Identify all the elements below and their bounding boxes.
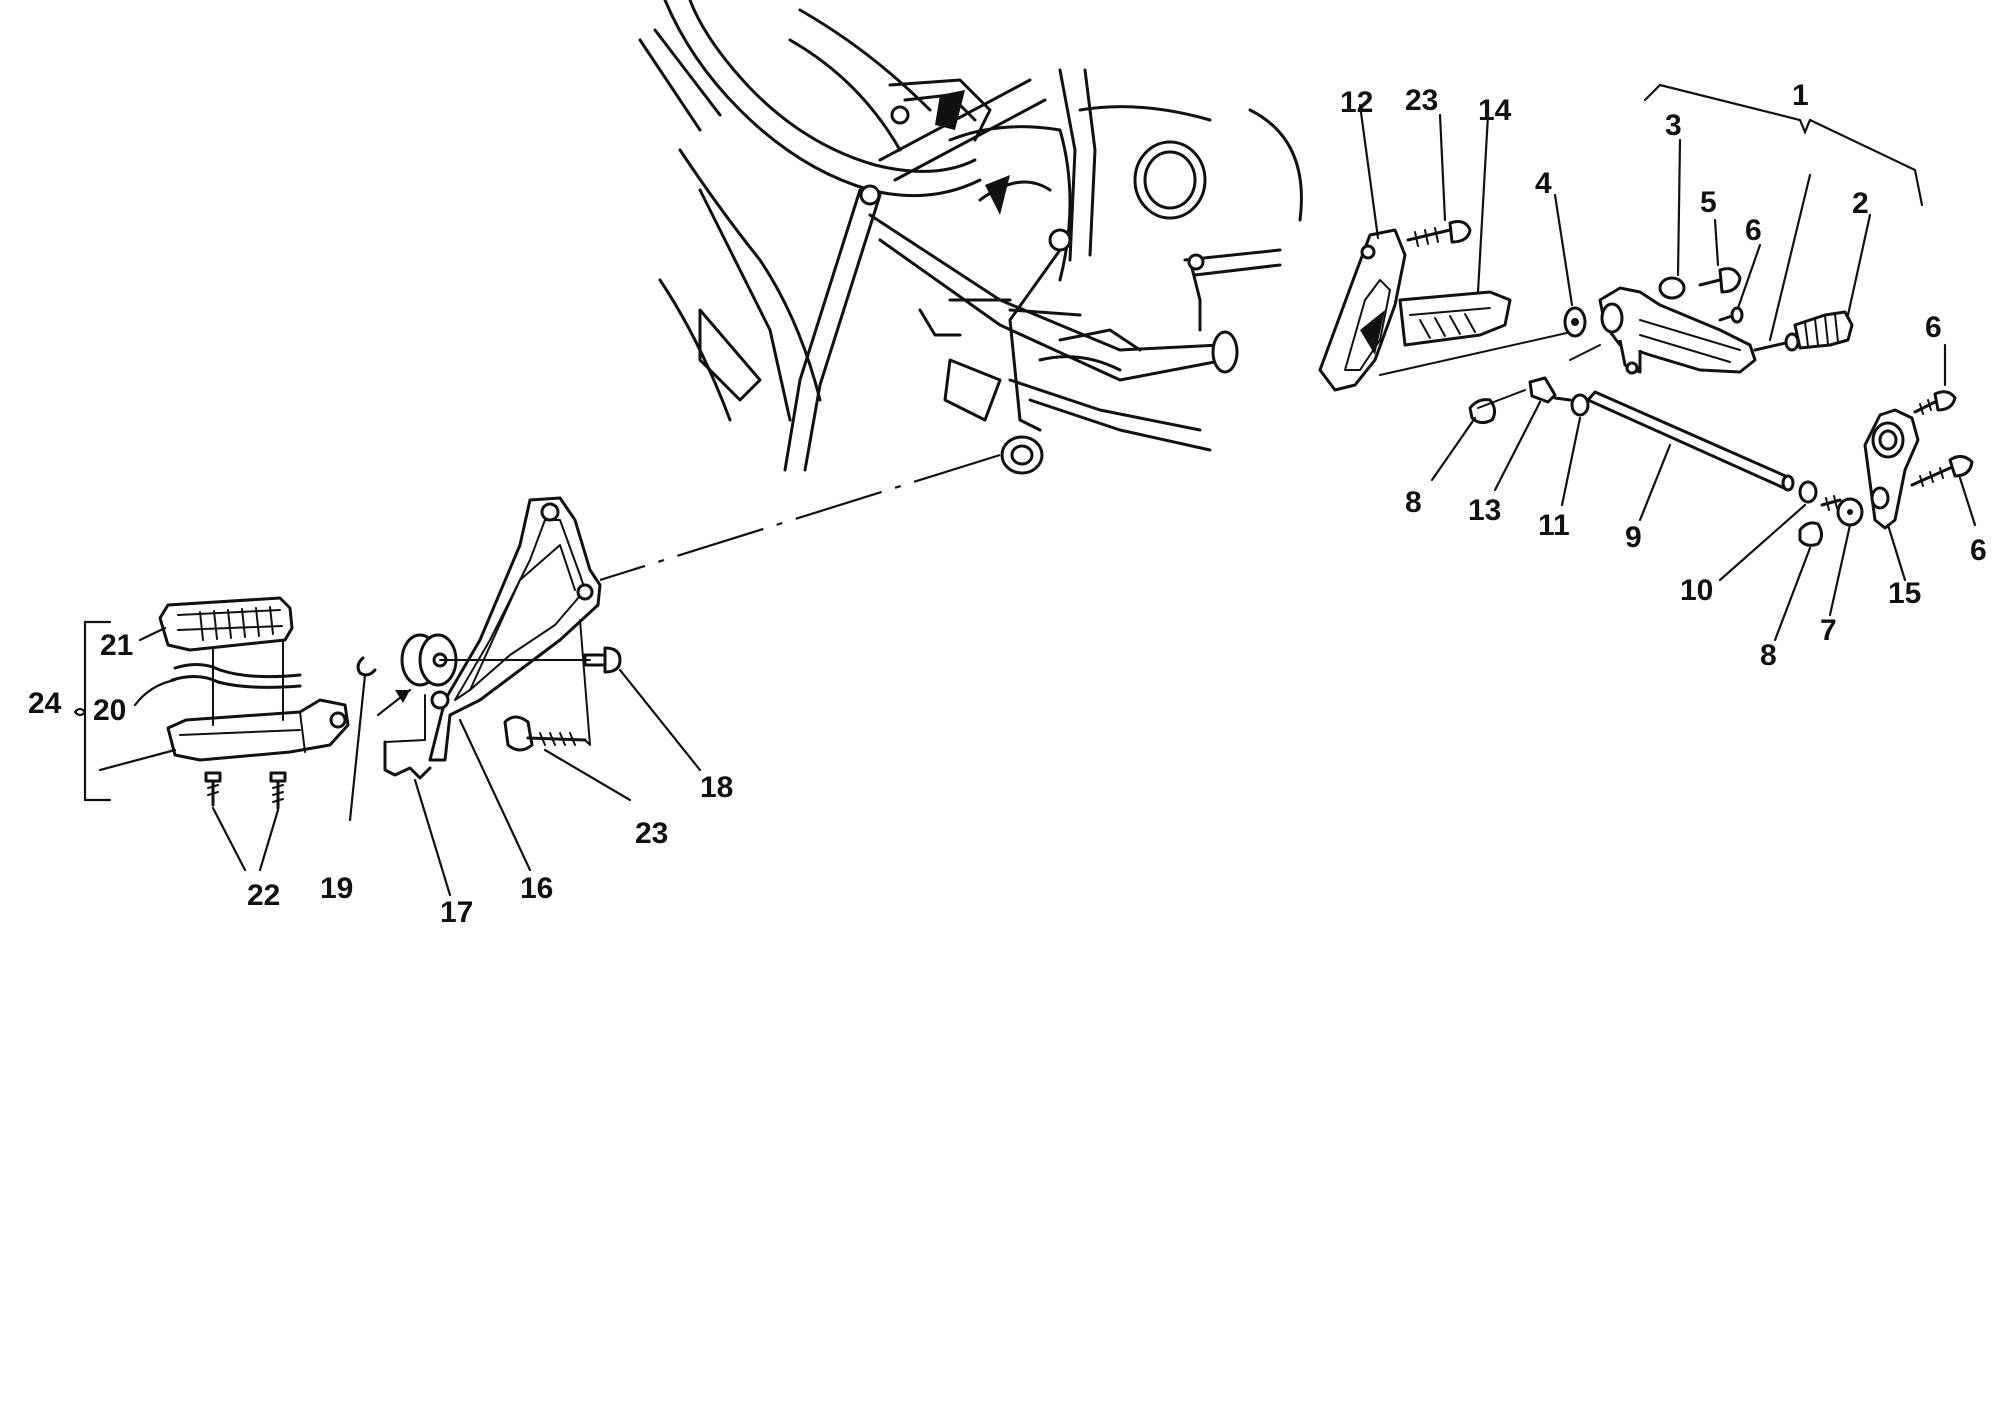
screw-5 (1698, 218, 1742, 294)
callout-10: 10 (1680, 574, 1713, 607)
callout-17: 17 (440, 896, 473, 929)
footpeg-bracket-16 (400, 496, 602, 762)
screw-6-bottom-right (1910, 455, 1977, 527)
callout-22: 22 (247, 879, 280, 912)
group-1-bracket (1643, 83, 1924, 207)
pedal-tip (1753, 332, 1800, 352)
screw-23-upper (1406, 113, 1472, 247)
callout-3: 3 (1665, 109, 1682, 142)
callout-15: 15 (1888, 577, 1921, 610)
callout-labels: 1 2 3 4 5 6 6 6 7 8 8 9 10 11 12 13 14 1… (28, 79, 1987, 929)
screw-23-lower (503, 619, 632, 802)
motorcycle-frame-drawing (638, 0, 1303, 475)
callout-5: 5 (1700, 186, 1717, 219)
nut-8-left (1430, 398, 1497, 482)
callout-2: 2 (1852, 187, 1869, 220)
lever-arm (1569, 286, 1757, 375)
rod-9 (1586, 390, 1795, 522)
rubber-ribs (199, 606, 274, 641)
callout-23b: 23 (635, 817, 668, 850)
callout-20: 20 (93, 694, 126, 727)
washer-4 (1553, 193, 1587, 338)
footpeg-body (166, 698, 350, 762)
callout-4: 4 (1535, 167, 1552, 200)
footpeg-14 (1398, 113, 1512, 347)
callout-24: 24 (28, 687, 62, 720)
plate-12 (1318, 103, 1407, 392)
callout-12: 12 (1340, 86, 1373, 119)
link-7 (1820, 495, 1864, 617)
callout-1: 1 (1792, 79, 1809, 112)
footpeg-assembly-24 (83, 596, 350, 810)
nut-10 (1718, 480, 1818, 582)
callout-14: 14 (1478, 94, 1512, 127)
callout-6b: 6 (1925, 311, 1942, 344)
callout-13: 13 (1468, 494, 1501, 527)
callout-9: 9 (1625, 521, 1642, 554)
pad-3 (1658, 138, 1686, 300)
callout-7: 7 (1820, 614, 1837, 647)
screws-22 (204, 771, 287, 810)
callout-18: 18 (700, 771, 733, 804)
leader-16 (458, 718, 532, 872)
callout-6a: 6 (1745, 214, 1762, 247)
callout-6c: 6 (1970, 534, 1987, 567)
label-leaders (73, 626, 280, 872)
assembly-axis-line (599, 453, 1001, 582)
callout-19: 19 (320, 872, 353, 905)
callout-23a: 23 (1405, 84, 1438, 117)
callout-11: 11 (1538, 509, 1570, 542)
callout-21: 21 (100, 629, 133, 662)
nut-11 (1560, 393, 1590, 507)
callout-8b: 8 (1760, 639, 1777, 672)
spring-clip-17 (383, 694, 452, 897)
screw-6-upper (1718, 243, 1762, 324)
rubber-2 (1793, 213, 1872, 350)
spring-20 (170, 663, 302, 689)
clip-19 (348, 656, 377, 822)
leader-1-lever (1768, 173, 1812, 342)
screw-6-top-right (1913, 343, 1957, 415)
callout-16: 16 (520, 872, 553, 905)
pin-18 (583, 646, 702, 772)
callout-8a: 8 (1405, 486, 1422, 519)
nut-8-right (1773, 521, 1823, 642)
lever-15 (1863, 408, 1920, 582)
shaft-axis-line (1379, 329, 1581, 376)
link-13 (1477, 376, 1572, 492)
